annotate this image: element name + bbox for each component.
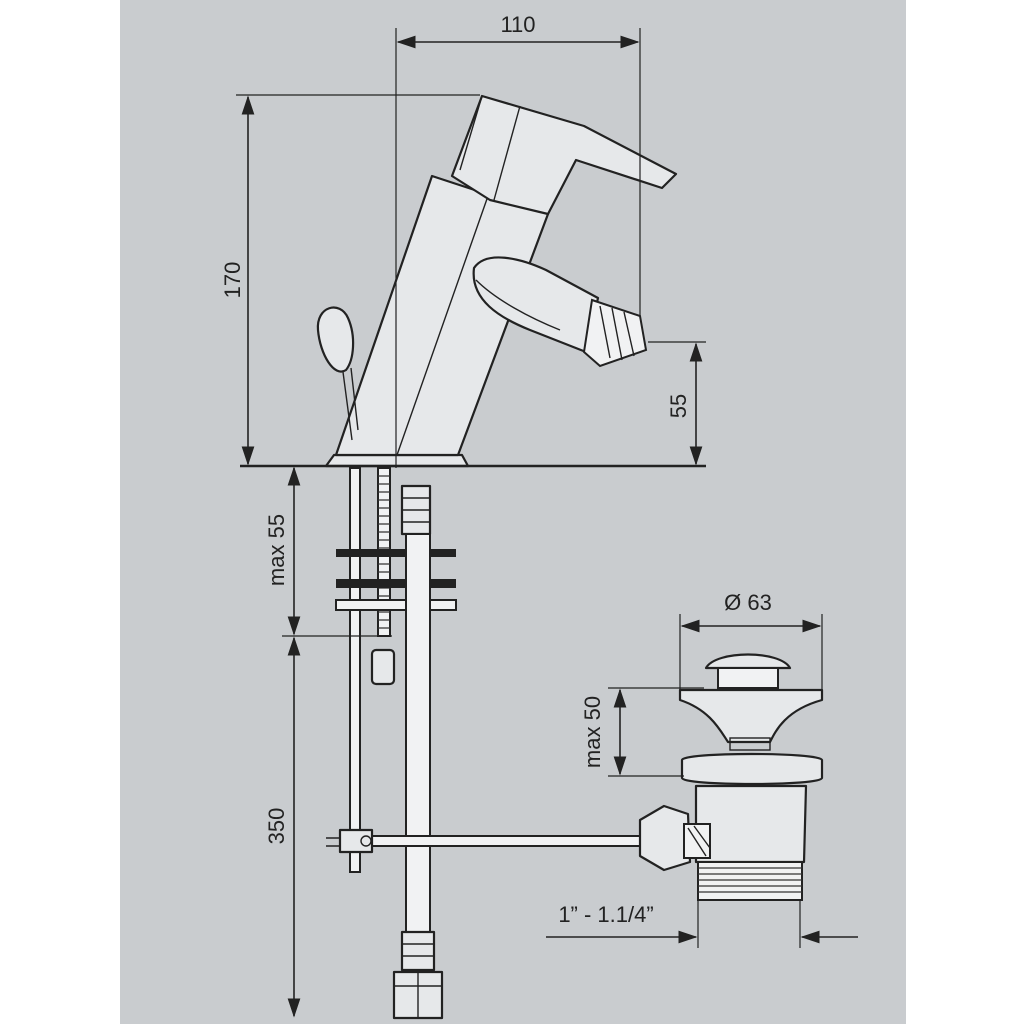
mixer-base (324, 453, 470, 468)
lever-handle-edge (459, 95, 483, 171)
popup-stem (342, 367, 359, 441)
dim-waste-diameter: Ø 63 (724, 590, 772, 615)
spout-aerator (582, 298, 648, 368)
bidet-mixer (316, 94, 678, 468)
dim-hose-length: 350 (264, 808, 289, 845)
dim-mounting-thickness: max 55 (264, 514, 289, 586)
popup-waste (638, 653, 824, 901)
dim-outlet-height: 55 (666, 394, 691, 418)
dim-total-height: 170 (220, 262, 245, 299)
dim-waste-height: max 50 (580, 696, 605, 768)
dim-waste-thread: 1” - 1.1/4” (558, 902, 653, 927)
under-counter-fittings (326, 467, 641, 1020)
mixer-body-edge (396, 195, 489, 456)
dim-spout-reach: 110 (500, 12, 535, 37)
lever-handle (450, 94, 678, 216)
popup-knob (316, 306, 355, 373)
